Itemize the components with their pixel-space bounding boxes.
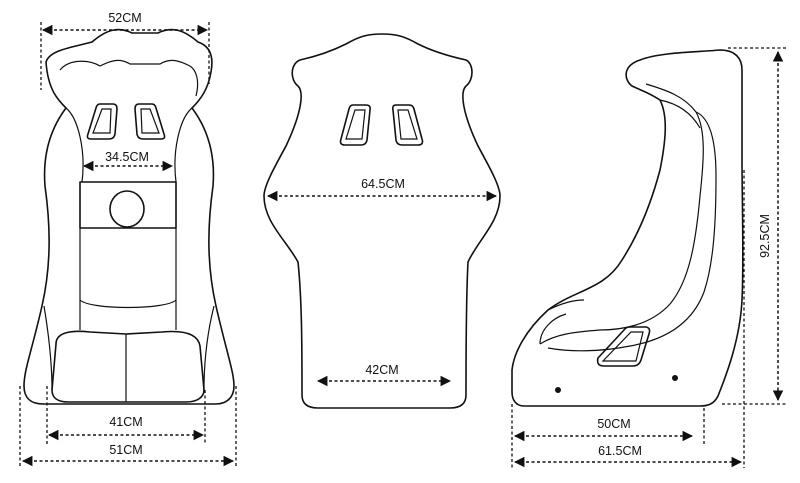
front-shoulder-width-label: 34.5CM xyxy=(105,150,149,164)
front-top-width-label: 52CM xyxy=(108,11,141,25)
front-harness-slot-right xyxy=(134,103,166,140)
front-headrest-inner xyxy=(59,59,199,97)
side-seat-depth-label: 50CM xyxy=(597,417,630,431)
front-lumbar-band xyxy=(79,181,177,229)
back-harness-slot-right xyxy=(392,104,424,146)
front-base-width-label: 51CM xyxy=(109,443,142,457)
back-view: 64.5CM 42CM xyxy=(263,33,501,409)
front-center-hole xyxy=(109,190,145,228)
side-mount-hole-front xyxy=(555,387,561,393)
side-seat-outline xyxy=(511,49,744,407)
back-shoulder-width-label: 64.5CM xyxy=(361,177,405,191)
side-bolster-line xyxy=(539,83,704,345)
side-height-label: 92.5CM xyxy=(758,214,772,258)
front-seat-width-label: 41CM xyxy=(109,415,142,429)
back-base-width-label: 42CM xyxy=(365,363,398,377)
front-harness-slot-left xyxy=(86,103,118,140)
front-seat-cushion xyxy=(51,330,205,403)
back-seat-outline xyxy=(263,33,501,409)
side-slot xyxy=(596,326,651,367)
front-view: 52CM 34.5CM 41CM 51CM xyxy=(19,11,237,468)
side-view: 92.5CM 50CM 61.5CM xyxy=(511,47,788,468)
side-mount-hole-rear xyxy=(672,375,678,381)
side-total-depth-label: 61.5CM xyxy=(598,444,642,458)
back-harness-slot-left xyxy=(339,104,371,146)
